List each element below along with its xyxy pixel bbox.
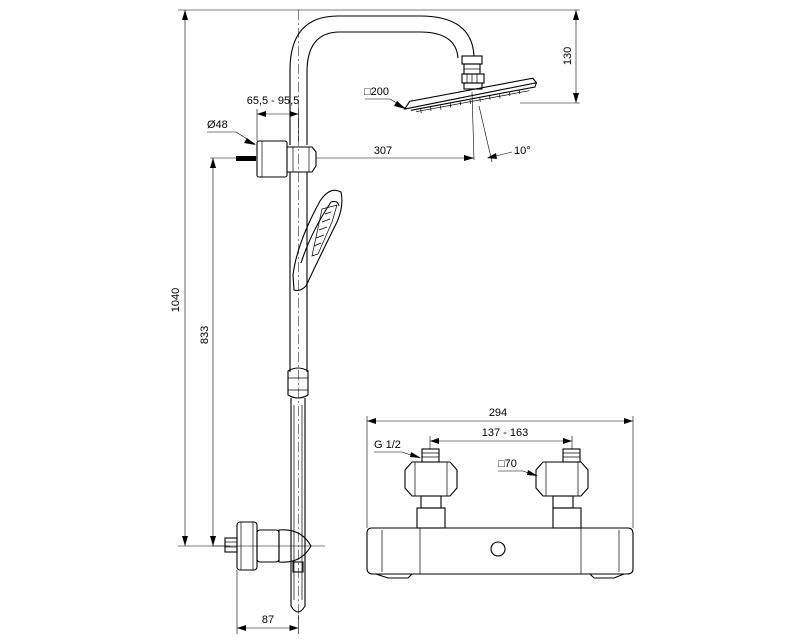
label-adjust-range: 65,5 - 95,5 — [247, 95, 300, 107]
label-inlet-spacing: 137 - 163 — [482, 427, 528, 439]
overhead-shower-head — [403, 77, 538, 114]
label-wall-distance: 87 — [262, 614, 274, 626]
mixer-body — [366, 527, 634, 579]
shower-column — [210, 10, 538, 620]
dimension-thread: G 1/2 — [374, 439, 421, 459]
inlet-left — [404, 448, 458, 529]
dimension-bracket-diameter: Ø48 — [207, 119, 256, 145]
inlet-right — [535, 448, 589, 529]
nozzle-row — [420, 89, 520, 114]
head-axis-tilted — [478, 105, 493, 163]
dimension-10-degrees: 10° — [487, 145, 531, 159]
dimension-294: 294 — [366, 407, 634, 528]
dimension-adjust-range: 65,5 - 95,5 — [247, 95, 300, 141]
dimension-87: 87 — [236, 570, 299, 634]
head-axis-vertical — [471, 91, 475, 161]
dimension-130: 130 — [520, 10, 580, 104]
label-fixing-height: 833 — [199, 326, 211, 344]
label-escutcheon-size: □70 — [498, 458, 517, 470]
riser-pipe — [289, 10, 475, 620]
hand-shower — [292, 189, 343, 292]
dimension-inlet-spacing: 137 - 163 — [429, 427, 573, 449]
label-mixer-width: 294 — [489, 407, 507, 419]
label-tilt-angle: 10° — [514, 145, 531, 157]
head-connector — [461, 55, 485, 90]
label-bracket-diameter: Ø48 — [207, 119, 228, 131]
mixer-dimensions: 294 137 - 163 G 1/2 □70 — [366, 407, 634, 528]
dimension-833: 833 — [199, 158, 216, 546]
label-thread: G 1/2 — [374, 439, 401, 451]
dimension-escutcheon: □70 — [498, 458, 538, 477]
dimension-head-size: □200 — [364, 86, 406, 109]
mixer-side-view — [212, 521, 325, 573]
dimension-1040: 1040 — [170, 9, 580, 547]
column-dimensions: 1040 833 130 307 10° — [170, 9, 580, 634]
label-head-size: □200 — [364, 86, 389, 98]
slide-holder — [287, 367, 309, 399]
mixer-outlet — [490, 541, 506, 557]
label-head-drop: 130 — [562, 47, 574, 65]
wall-bracket — [210, 140, 317, 178]
label-total-height: 1040 — [170, 288, 182, 312]
mixer-front-view — [366, 448, 634, 579]
hose — [290, 398, 306, 613]
dimension-307: 307 — [316, 145, 474, 161]
label-arm-reach: 307 — [374, 145, 392, 157]
